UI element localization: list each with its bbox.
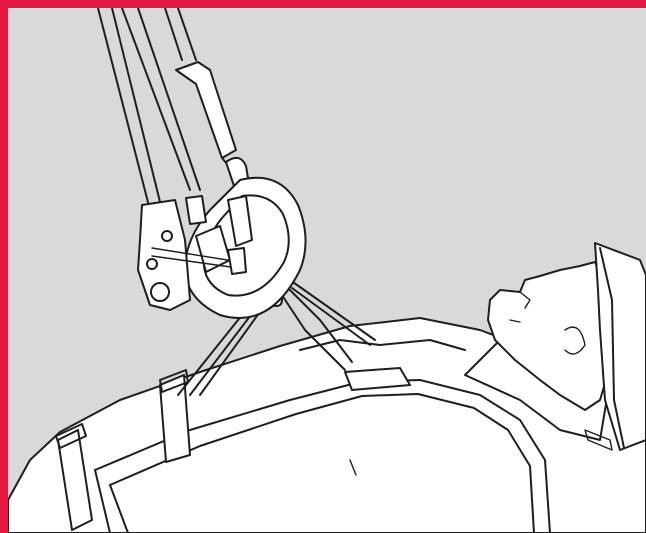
rescue-harness-illustration-icon <box>8 8 646 533</box>
rope-sleeve <box>176 62 250 196</box>
ropes <box>98 8 200 210</box>
